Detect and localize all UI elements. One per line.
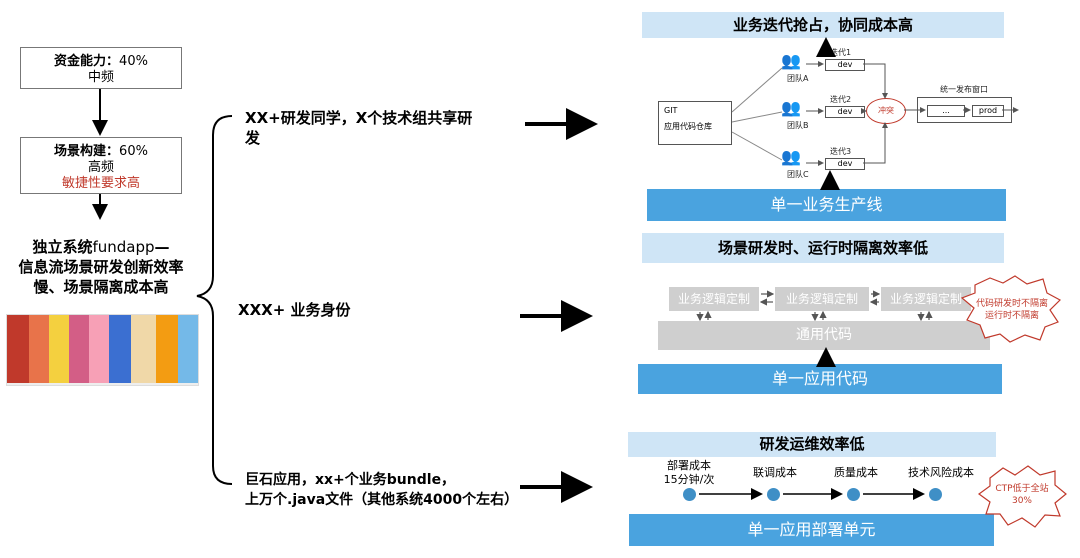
burst-isolation-text: 代码研发时不隔离 运行时不隔离 [966, 298, 1058, 322]
thumb-3 [49, 315, 69, 383]
scene-build-note: 敏捷性要求高 [61, 176, 140, 191]
branch-3-line2: 上万个.java文件（其他系统4000个左右） [245, 492, 519, 508]
line-git-teamA [731, 67, 783, 113]
dot-deploy [683, 488, 696, 501]
dot-risk [929, 488, 942, 501]
team-c-icon: 👥 [781, 147, 801, 166]
prod-box: prod [972, 105, 1004, 117]
branch-1-text: XX+研发同学，X个技术组共享研 发 [245, 108, 505, 148]
cost-deploy-line2: 15分钟/次 [663, 473, 715, 486]
panel1-bar: 单一业务生产线 [647, 189, 1006, 221]
logic-box-2: 业务逻辑定制 [775, 287, 869, 311]
panel3-title: 研发运维效率低 [628, 432, 996, 457]
common-code-bar: 通用代码 [658, 321, 990, 350]
panel2-title: 场景研发时、运行时隔离效率低 [642, 233, 1004, 263]
iter-3-label: 迭代3 [830, 147, 852, 156]
burst-isolation-line1: 代码研发时不隔离 [975, 299, 1048, 309]
thumb-4 [69, 315, 89, 383]
line-dev3-conflict [863, 122, 888, 164]
git-label: GIT [664, 106, 678, 115]
thumb-5 [89, 315, 109, 383]
iter-3-dev: dev [825, 158, 865, 170]
iter-1-dev: dev [825, 59, 865, 71]
summary-line2: 信息流场景研发创新效率 [18, 258, 184, 276]
scene-build-title: 场景构建： [54, 144, 120, 159]
iter-2-label: 迭代2 [830, 95, 852, 104]
capital-ability-pct: 40% [119, 54, 148, 69]
burst-ctp-line2: 30% [1011, 496, 1032, 506]
dot-joint [767, 488, 780, 501]
cost-joint-line1: 联调成本 [753, 466, 797, 479]
dot-quality [847, 488, 860, 501]
cost-risk-line1: 技术风险成本 [908, 466, 974, 479]
thumb-8 [156, 315, 178, 383]
conflict-label: 冲突 [878, 106, 894, 115]
cost-quality-line1: 质量成本 [834, 466, 878, 479]
capital-ability-title: 资金能力： [54, 54, 120, 69]
summary-line1c: — [154, 238, 170, 256]
team-b-label: 团队B [787, 121, 809, 130]
cost-deploy-line1: 部署成本 [667, 459, 711, 472]
branch-3-line1: 巨石应用，xx+个业务bundle， [245, 472, 456, 488]
branch-1-line1: XX+研发同学，X个技术组共享研 [245, 109, 473, 127]
thumb-2 [29, 315, 49, 383]
branch-3-text: 巨石应用，xx+个业务bundle， 上万个.java文件（其他系统4000个左… [245, 470, 545, 510]
thumb-9 [178, 315, 198, 383]
cost-quality: 质量成本 [823, 466, 889, 480]
team-a-label: 团队A [787, 74, 809, 83]
panel2-bar: 单一应用代码 [638, 364, 1002, 394]
line-git-teamC [731, 131, 783, 161]
summary-line3: 慢、场景隔离成本高 [33, 278, 169, 296]
iter-1-label: 迭代1 [830, 48, 852, 57]
burst-ctp-line1: CTP低于全站 [995, 484, 1049, 494]
git-repo-box: GIT 应用代码仓库 [658, 101, 732, 145]
capital-ability-box: 资金能力：40% 中频 [20, 47, 182, 89]
summary-text: 独立系统fundapp— 信息流场景研发创新效率 慢、场景隔离成本高 [5, 237, 197, 297]
brace [196, 115, 233, 485]
branch-2-text: XXX+ 业务身份 [238, 300, 438, 320]
burst-isolation [960, 275, 1061, 343]
app-screenshots [6, 314, 199, 386]
summary-line1a: 独立系统 [32, 238, 93, 256]
scene-build-box: 场景构建：60% 高频 敏捷性要求高 [20, 137, 182, 194]
panel3-bar: 单一应用部署单元 [629, 514, 994, 546]
team-c-label: 团队C [787, 170, 809, 179]
burst-isolation-line2: 运行时不隔离 [984, 311, 1039, 321]
summary-line1b: fundapp [92, 238, 155, 256]
team-b-icon: 👥 [781, 98, 801, 117]
logic-box-1: 业务逻辑定制 [669, 287, 759, 311]
release-dots-box: ... [927, 105, 965, 117]
cost-joint: 联调成本 [742, 466, 808, 480]
release-window-label: 统一发布窗口 [940, 85, 988, 94]
thumb-1 [7, 315, 29, 383]
burst-ctp-text: CTP低于全站 30% [982, 483, 1062, 507]
scene-build-pct: 60% [119, 144, 148, 159]
branch-1-line2: 发 [245, 129, 261, 147]
line-git-teamB [731, 111, 783, 123]
logic-box-3: 业务逻辑定制 [881, 287, 971, 311]
git-repo-label: 应用代码仓库 [664, 122, 712, 131]
panel1-title: 业务迭代抢占，协同成本高 [642, 12, 1004, 38]
burst-ctp [977, 465, 1067, 528]
cost-risk: 技术风险成本 [898, 466, 984, 480]
thumb-7 [131, 315, 156, 383]
team-a-icon: 👥 [781, 51, 801, 70]
branch-2-line1: XXX+ 业务身份 [238, 301, 351, 319]
thumb-6 [109, 315, 131, 383]
capital-ability-freq: 中频 [87, 70, 114, 85]
scene-build-freq: 高频 [87, 160, 114, 175]
logic-double-arrows [696, 290, 933, 322]
cost-deploy: 部署成本 15分钟/次 [654, 459, 724, 487]
line-dev1-conflict [863, 63, 888, 99]
